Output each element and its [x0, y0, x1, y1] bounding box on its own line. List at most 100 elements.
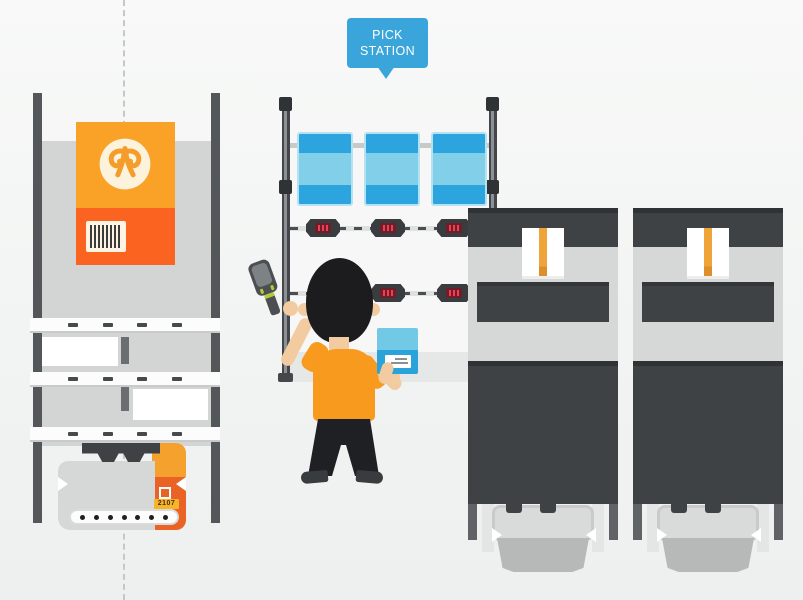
- shelf-slot-mark: [68, 322, 79, 327]
- pod-robot-body: [497, 538, 589, 572]
- agv-marker-right-icon: [176, 477, 186, 491]
- pick-station-label: PICK STATION: [347, 18, 428, 68]
- scanner-display-bar: [326, 225, 328, 231]
- scanner-display-bar: [453, 290, 455, 296]
- tote-base: [299, 185, 351, 204]
- rail-scanner: [371, 219, 405, 237]
- rail-scanner: [306, 219, 340, 237]
- label-text-line: [391, 362, 408, 364]
- pod-robot-marker-left-icon: [657, 528, 667, 542]
- worker-pants: [308, 419, 379, 476]
- agv-square-icon: [159, 487, 171, 499]
- scanner-display-bar: [457, 290, 459, 296]
- pole-foot: [278, 373, 293, 382]
- brand-logo-icon: [96, 135, 154, 193]
- worker-shoe-left: [300, 469, 329, 485]
- pick-station-label-text: PICK STATION: [359, 28, 416, 58]
- rail-scanner: [437, 284, 471, 302]
- branded-carton: [76, 122, 175, 265]
- pod-leg-right: [774, 504, 783, 540]
- scanner-display-bar: [387, 225, 389, 231]
- carton-bottom: [76, 208, 175, 265]
- worker-head: [306, 258, 373, 343]
- rail-scanner: [437, 219, 471, 237]
- item-box-top: [377, 328, 418, 350]
- shelf-divider: [121, 337, 129, 364]
- blue-tote: [297, 132, 353, 206]
- tote-row: [297, 132, 487, 206]
- scanner-display-bar: [387, 290, 389, 296]
- scanner-display: [446, 288, 462, 298]
- shelf-slot-mark: [102, 431, 113, 436]
- scanner-display-bar: [391, 290, 393, 296]
- pod-notch: [705, 504, 721, 513]
- agv-sensor-dot: [121, 514, 127, 520]
- pole-connector: [486, 97, 499, 111]
- tote-base: [433, 185, 485, 204]
- worker-shoe-right: [355, 469, 384, 485]
- tote-rim: [433, 134, 485, 153]
- shelf-slot-mark: [137, 431, 148, 436]
- package-tape-stripe: [704, 228, 712, 276]
- shelf-bar: [30, 318, 220, 333]
- scanner-display: [446, 223, 462, 233]
- scanner-display-bar: [449, 290, 451, 296]
- agv-sensor-dot: [149, 514, 155, 520]
- shelf-bin: [133, 389, 208, 420]
- tote-body: [366, 153, 418, 185]
- agv-marker-left-icon: [58, 477, 68, 491]
- shelf-slot-mark: [137, 322, 148, 327]
- worker-left-hand: [283, 301, 298, 316]
- shelf-bin: [42, 337, 118, 366]
- pole-connector: [486, 180, 499, 194]
- blue-tote: [431, 132, 487, 206]
- pole-connector: [279, 180, 292, 194]
- shelf-slot-mark: [68, 431, 79, 436]
- shelf-slot-mark: [68, 376, 79, 381]
- pole-connector: [279, 97, 292, 111]
- pod-notch: [540, 504, 556, 513]
- shelf-divider: [121, 384, 129, 411]
- pod-robot-side: [647, 504, 659, 552]
- storage-pod-2: [633, 208, 783, 572]
- shelf-bar: [30, 427, 220, 442]
- pod-leg-right: [609, 504, 618, 540]
- shelf-slot-mark: [171, 322, 182, 327]
- pod-notch: [506, 504, 522, 513]
- worker-shirt: [313, 349, 375, 421]
- scanner-display: [380, 223, 396, 233]
- station-pole-left: [282, 98, 290, 376]
- agv-lift-plate: [82, 443, 160, 462]
- shelf-slot-mark: [171, 376, 182, 381]
- pod-robot-body: [662, 538, 754, 572]
- station-pole-right: [489, 98, 497, 213]
- shelf-bar: [30, 372, 220, 387]
- scanner-display: [315, 223, 331, 233]
- scanner-handle: [264, 291, 281, 317]
- pod-lower-panel: [633, 361, 783, 504]
- package-tape-stripe: [539, 228, 547, 276]
- agv-sensor-dot: [135, 514, 141, 520]
- scanner-display-bar: [322, 225, 324, 231]
- pod-robot-marker-right-icon: [751, 528, 761, 542]
- pod-package: [522, 228, 564, 279]
- pod-robot-marker-right-icon: [586, 528, 596, 542]
- pod-robot-marker-left-icon: [492, 528, 502, 542]
- scanner-display-bar: [383, 290, 385, 296]
- scanner-display-bar: [383, 225, 385, 231]
- carton-top: [76, 122, 175, 208]
- bubble-tail-icon: [377, 66, 395, 79]
- agv-sensor-dot: [79, 514, 85, 520]
- pod-robot-side: [482, 504, 494, 552]
- scanner-display: [380, 288, 396, 298]
- shelf-slot-mark: [137, 376, 148, 381]
- rack-post-right: [211, 93, 220, 523]
- tote-base: [366, 185, 418, 204]
- pod-leg-left: [633, 504, 642, 540]
- scanner-display-bar: [453, 225, 455, 231]
- agv-sensor-dot: [107, 514, 113, 520]
- pod-lower-panel: [468, 361, 618, 504]
- tote-rim: [366, 134, 418, 153]
- barcode-bars: [90, 225, 122, 248]
